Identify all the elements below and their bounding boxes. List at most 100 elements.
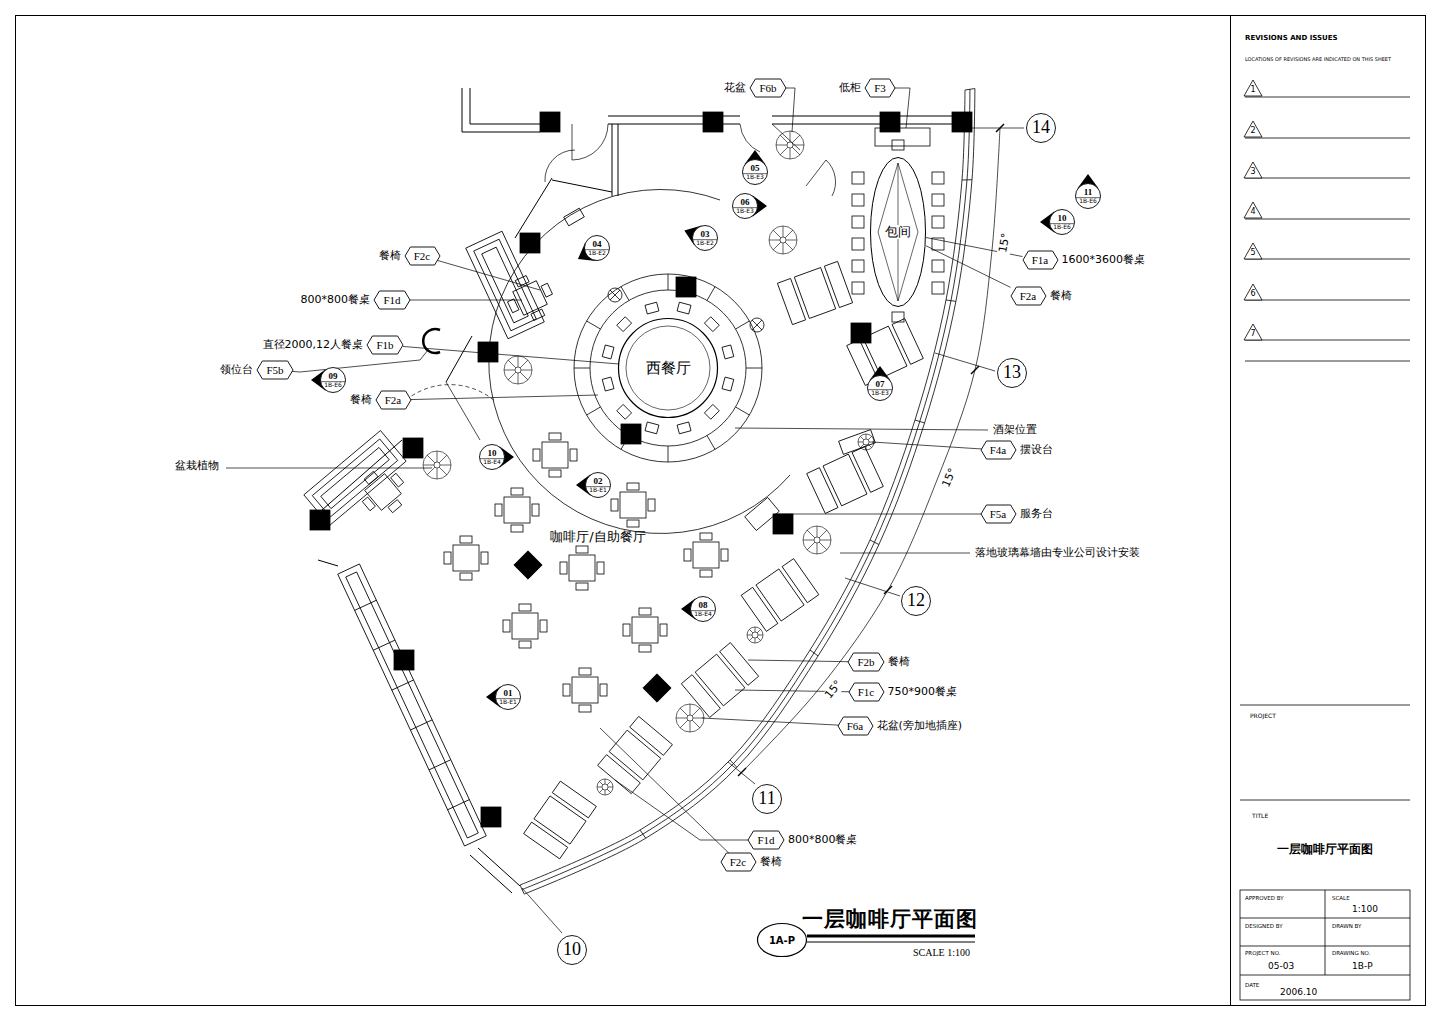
potted-plant xyxy=(749,629,753,633)
table-with-chairs xyxy=(639,608,651,615)
revision-triangle: 7 xyxy=(1244,324,1262,340)
round-table-seating xyxy=(610,290,620,300)
private-room-chair xyxy=(932,282,944,294)
potted-plant xyxy=(758,635,763,636)
curtain-wall xyxy=(965,89,975,90)
booth-seat xyxy=(741,587,778,631)
table-with-chairs xyxy=(660,624,667,636)
title-block-lines xyxy=(1245,259,1410,260)
table-with-chairs xyxy=(576,583,588,590)
potted-plant xyxy=(860,436,864,440)
section-marker-outline xyxy=(733,194,758,219)
text-holder: F1d xyxy=(383,294,400,306)
round-table-seating xyxy=(602,345,614,359)
door-swing xyxy=(406,124,836,440)
service-counter xyxy=(564,208,585,226)
section-marker: 061B-E3 xyxy=(732,193,758,219)
booth-seat xyxy=(794,268,835,319)
potted-plant xyxy=(423,131,874,795)
table-with-chairs xyxy=(579,705,591,712)
grid-bubble-outline xyxy=(902,587,931,616)
wall xyxy=(318,560,338,566)
text-holder: 101B-E4 xyxy=(483,449,501,465)
wall xyxy=(772,116,965,124)
dimension-line xyxy=(971,366,979,374)
potted-plant xyxy=(773,230,781,238)
item-description: 餐椅 xyxy=(1050,289,1072,302)
section-marker-outline xyxy=(480,445,505,470)
callout-number: F5b xyxy=(266,364,283,376)
column xyxy=(481,807,501,827)
revision-triangle-outline xyxy=(1244,162,1262,178)
potted-plant xyxy=(807,530,815,538)
potted-plant xyxy=(790,131,791,142)
potted-plant xyxy=(817,543,818,554)
potted-plant xyxy=(747,635,752,636)
booth-seat xyxy=(598,716,673,793)
leader-line xyxy=(226,88,998,940)
potted-plant xyxy=(434,462,440,468)
sheet-reference: 1B-E6 xyxy=(1079,198,1097,205)
round-table-seating xyxy=(574,274,764,462)
callout-number: F2a xyxy=(1020,290,1037,302)
text-holder: F1c xyxy=(858,686,875,698)
column xyxy=(520,233,540,253)
table-with-chairs xyxy=(693,542,719,568)
column xyxy=(773,514,793,534)
item-description: 领位台 xyxy=(220,363,253,376)
section-marker: 101B-E4 xyxy=(479,444,505,470)
potted-plant xyxy=(607,781,611,785)
column xyxy=(540,112,560,132)
callout-tag: F2c餐椅 xyxy=(721,853,756,871)
text-holder: F1d xyxy=(757,834,774,846)
text-holder: 011B-E1 xyxy=(499,689,517,705)
table-with-chairs xyxy=(504,497,530,523)
title-block-field: DATE xyxy=(1245,982,1259,988)
callout-tag-outline xyxy=(838,717,873,735)
callout-number: 07 xyxy=(871,380,889,390)
revision-triangle: 6 xyxy=(1244,284,1262,300)
round-table-seating xyxy=(736,321,750,329)
private-room-table: 包间 xyxy=(870,157,926,307)
callout-number: F4a xyxy=(990,444,1007,456)
planter xyxy=(448,800,470,810)
private-room-chair xyxy=(932,260,944,272)
round-dining-table-outline xyxy=(626,326,710,410)
table-with-chairs xyxy=(572,677,598,703)
door-swing xyxy=(572,124,608,160)
planter xyxy=(392,680,414,690)
text-holder: 14 xyxy=(1032,118,1050,138)
text-holder: 021B-E1 xyxy=(589,477,607,493)
potted-plant xyxy=(858,434,874,450)
private-room-table-outline xyxy=(878,163,918,301)
revision-triangle: 1 xyxy=(1244,80,1262,96)
callout-tag: F1d800*800餐桌 xyxy=(748,831,784,849)
text-holder: 031B-E2 xyxy=(696,230,714,246)
callout-number: 03 xyxy=(696,230,714,240)
title-block-value: 2006.10 xyxy=(1280,987,1317,997)
callout-number: 05 xyxy=(746,164,764,174)
callout-number: F1d xyxy=(757,834,774,846)
item-description: 1600*3600餐桌 xyxy=(1062,253,1146,266)
potted-plant xyxy=(780,237,786,243)
potted-plant xyxy=(783,226,784,237)
potted-plant xyxy=(803,540,814,541)
table-with-chairs xyxy=(460,573,472,580)
table-with-chairs xyxy=(352,461,414,523)
text-holder: F2c xyxy=(414,250,431,262)
callout-note: 酒架位置 xyxy=(993,424,1037,437)
callout-tag-outline xyxy=(367,336,403,354)
item-description: 低柜 xyxy=(839,81,861,94)
potted-plant xyxy=(504,356,532,384)
booth-seat xyxy=(524,822,568,859)
revision-triangle: 2 xyxy=(1244,121,1262,137)
section-marker: 111B-E6 xyxy=(1075,183,1101,209)
private-room-chair xyxy=(892,140,904,150)
round-table-seating xyxy=(668,274,669,290)
potted-plant xyxy=(785,230,793,238)
sheet-title: 一层咖啡厅平面图 xyxy=(1277,843,1373,857)
dining-area-boundary xyxy=(489,189,790,533)
text-holder: 3 xyxy=(1250,168,1255,178)
private-room-chair xyxy=(852,194,864,206)
